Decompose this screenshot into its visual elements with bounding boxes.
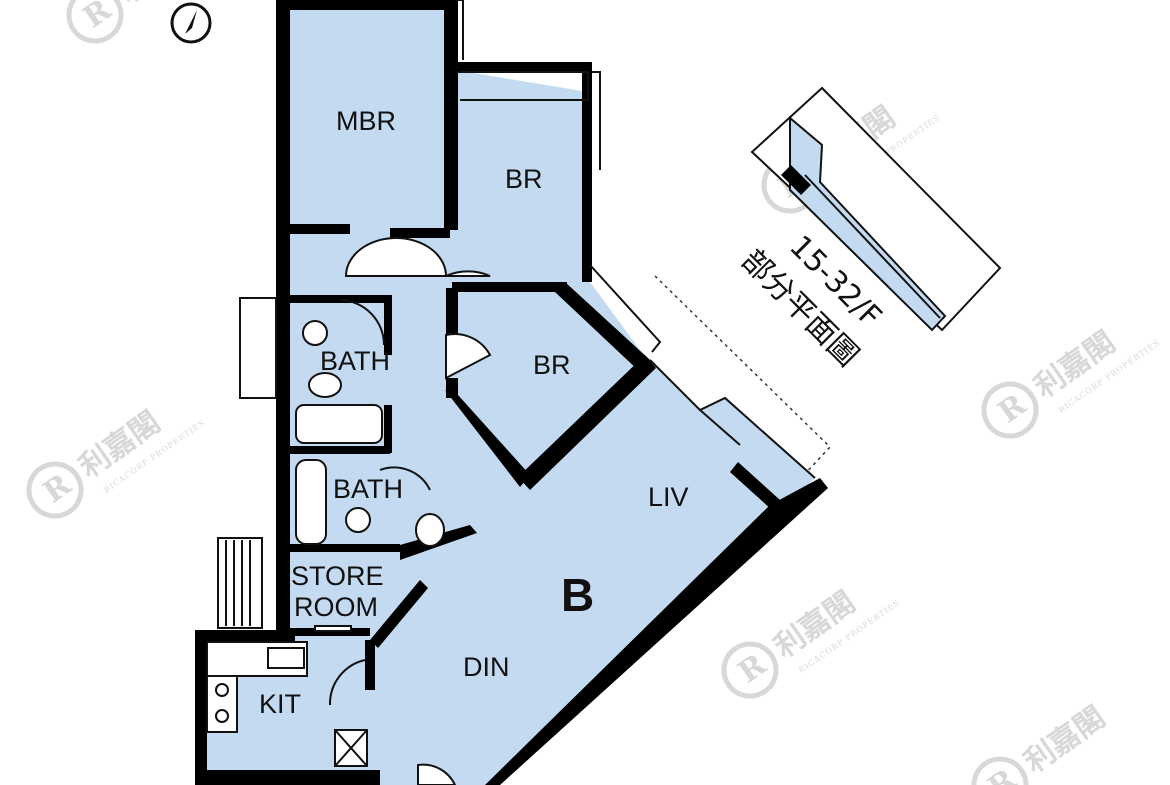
room-label-store: STORE (291, 561, 384, 591)
fixtures (206, 320, 445, 767)
room-label-mbr: MBR (336, 106, 396, 136)
watermark: R 利嘉閣 RICACORP PROPERTIES (981, 325, 1162, 439)
north-arrow-icon (170, 2, 212, 44)
windows (239, 0, 816, 479)
svg-text:利嘉閣: 利嘉閣 (1028, 325, 1122, 405)
svg-text:利嘉閣: 利嘉閣 (768, 585, 862, 665)
unit-label: B (561, 569, 594, 621)
doors (328, 237, 492, 785)
room-labels: MBR BR BR BATH BATH STORE ROOM LIV DIN K… (259, 106, 689, 719)
watermark: R 利嘉閣 RICACORP PROPERTIES (26, 405, 207, 519)
watermark: R 利嘉閣 RICACORP PROPERTIES (721, 585, 902, 699)
room-label-kit: KIT (259, 689, 301, 719)
room-label-bath: BATH (333, 474, 403, 504)
room-label-br: BR (505, 164, 543, 194)
svg-text:利嘉閣: 利嘉閣 (73, 405, 167, 485)
room-label-br: BR (533, 350, 571, 380)
room-label-din: DIN (463, 652, 510, 682)
walls (195, 0, 828, 785)
room-label-bath: BATH (320, 346, 390, 376)
key-plan (750, 86, 1002, 332)
watermark: R 利嘉閣 (971, 700, 1112, 785)
floor-area (195, 0, 815, 785)
room-label-room: ROOM (294, 592, 378, 622)
room-label-liv: LIV (648, 482, 689, 512)
svg-text:利嘉閣: 利嘉閣 (1018, 700, 1112, 780)
svg-text:R: R (77, 0, 118, 35)
